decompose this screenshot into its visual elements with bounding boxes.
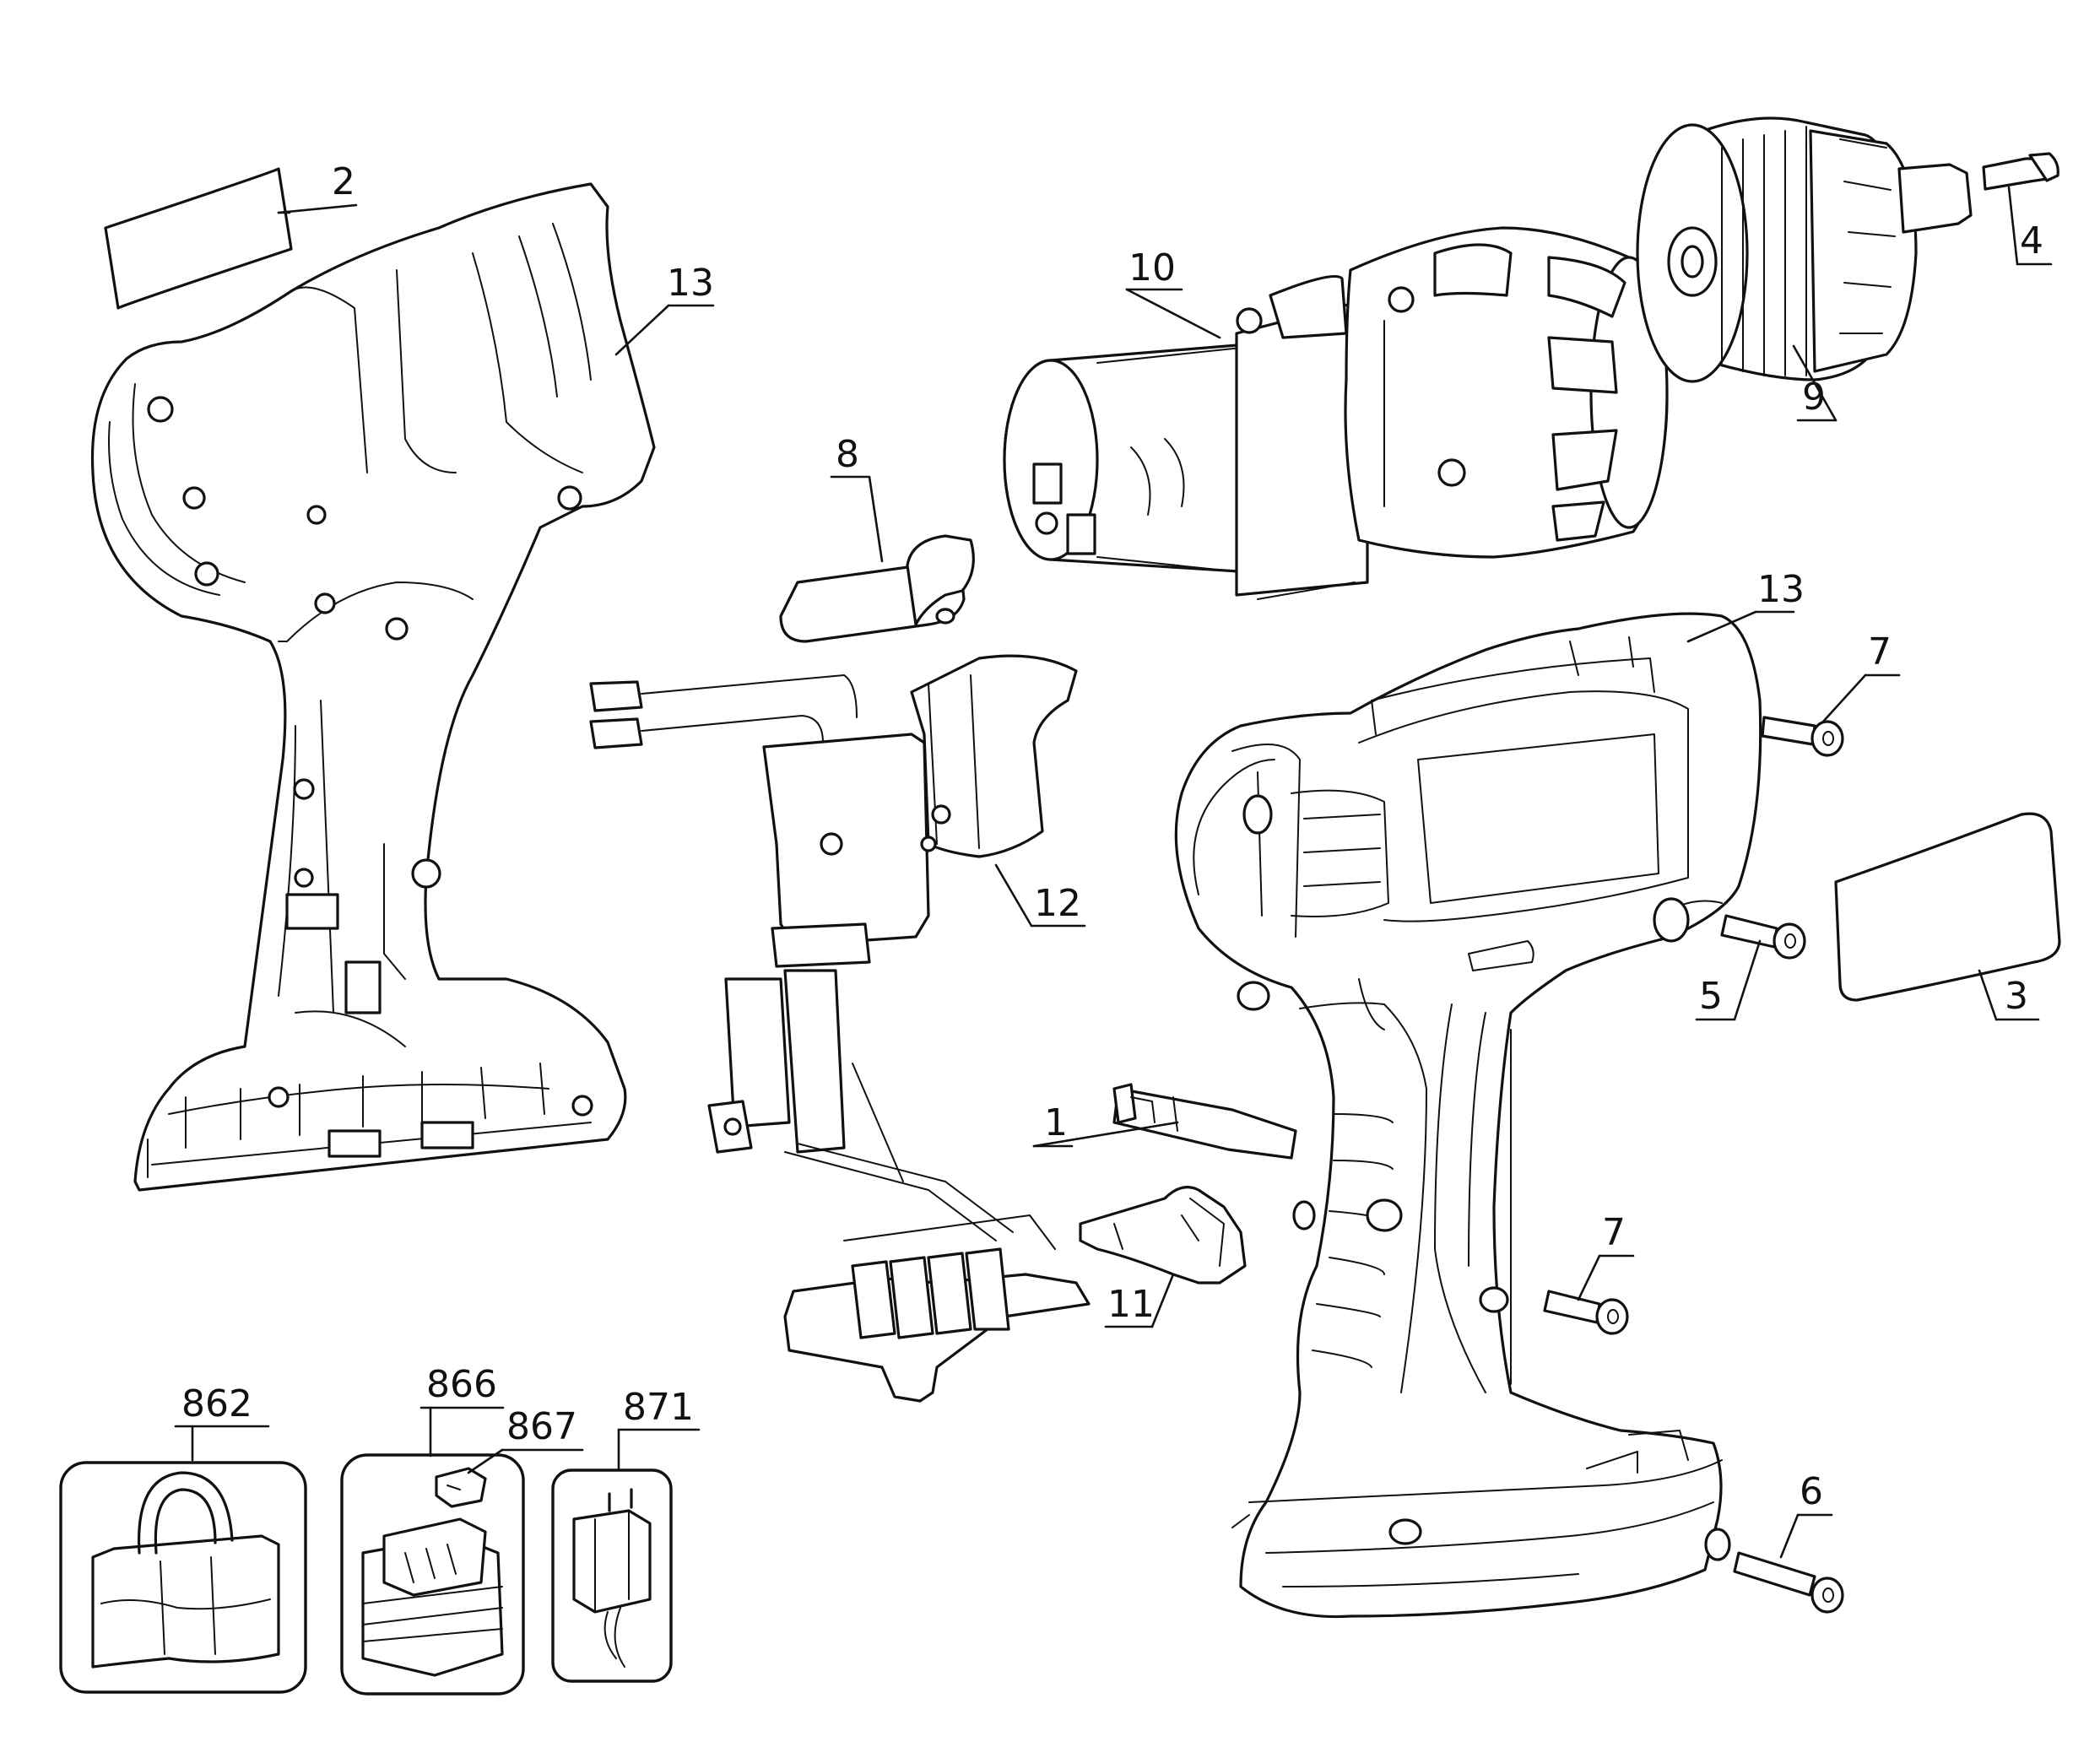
callout-9: 9 (1802, 376, 1826, 419)
callout-13-right-housing: 13 (1757, 568, 1805, 611)
callout-3: 3 (2005, 975, 2028, 1018)
kit-866-battery (340, 1453, 525, 1696)
callout-12: 12 (1034, 882, 1081, 925)
callout-862: 862 (181, 1382, 252, 1425)
part-chuck-screw (1982, 152, 2059, 191)
callout-8: 8 (836, 433, 859, 476)
kit-871-charger (551, 1468, 673, 1683)
callout-867: 867 (506, 1405, 577, 1448)
callout-2: 2 (332, 160, 355, 203)
callout-13-left-housing: 13 (667, 262, 714, 305)
leader-lines (174, 186, 2053, 1559)
part-switch-assembly (589, 654, 1091, 1403)
callout-7-lower: 7 (1602, 1211, 1626, 1254)
kit-862-bag (59, 1461, 307, 1694)
callout-7-upper: 7 (1868, 630, 1892, 673)
callout-866: 866 (426, 1363, 497, 1406)
part-housing-screw-6 (1733, 1551, 1844, 1614)
callout-6: 6 (1800, 1470, 1823, 1513)
part-left-housing-half (90, 182, 656, 1192)
callout-4: 4 (2020, 219, 2043, 262)
part-motor-gearbox (1003, 226, 1669, 600)
callout-871: 871 (623, 1386, 694, 1429)
callout-1: 1 (1044, 1101, 1068, 1144)
part-housing-screw-5 (1720, 914, 1806, 960)
part-fwd-rev-slider (779, 534, 975, 643)
part-bit-holder (1079, 1186, 1247, 1285)
callout-10: 10 (1128, 246, 1176, 289)
callout-labels: 2 13 10 4 9 8 13 7 12 5 3 1 7 11 6 862 8… (181, 160, 2043, 1513)
part-housing-screw-7-lower (1543, 1290, 1629, 1335)
callout-11: 11 (1107, 1283, 1155, 1326)
part-housing-screw-7-upper (1761, 716, 1844, 757)
callout-5: 5 (1699, 975, 1723, 1018)
part-label-plate-left (104, 167, 293, 310)
part-right-housing-exterior (1174, 612, 1762, 1619)
part-keyless-chuck (1636, 116, 1973, 383)
part-screwdriver-bit (1112, 1083, 1297, 1160)
part-label-plate-right (1834, 812, 2061, 1002)
